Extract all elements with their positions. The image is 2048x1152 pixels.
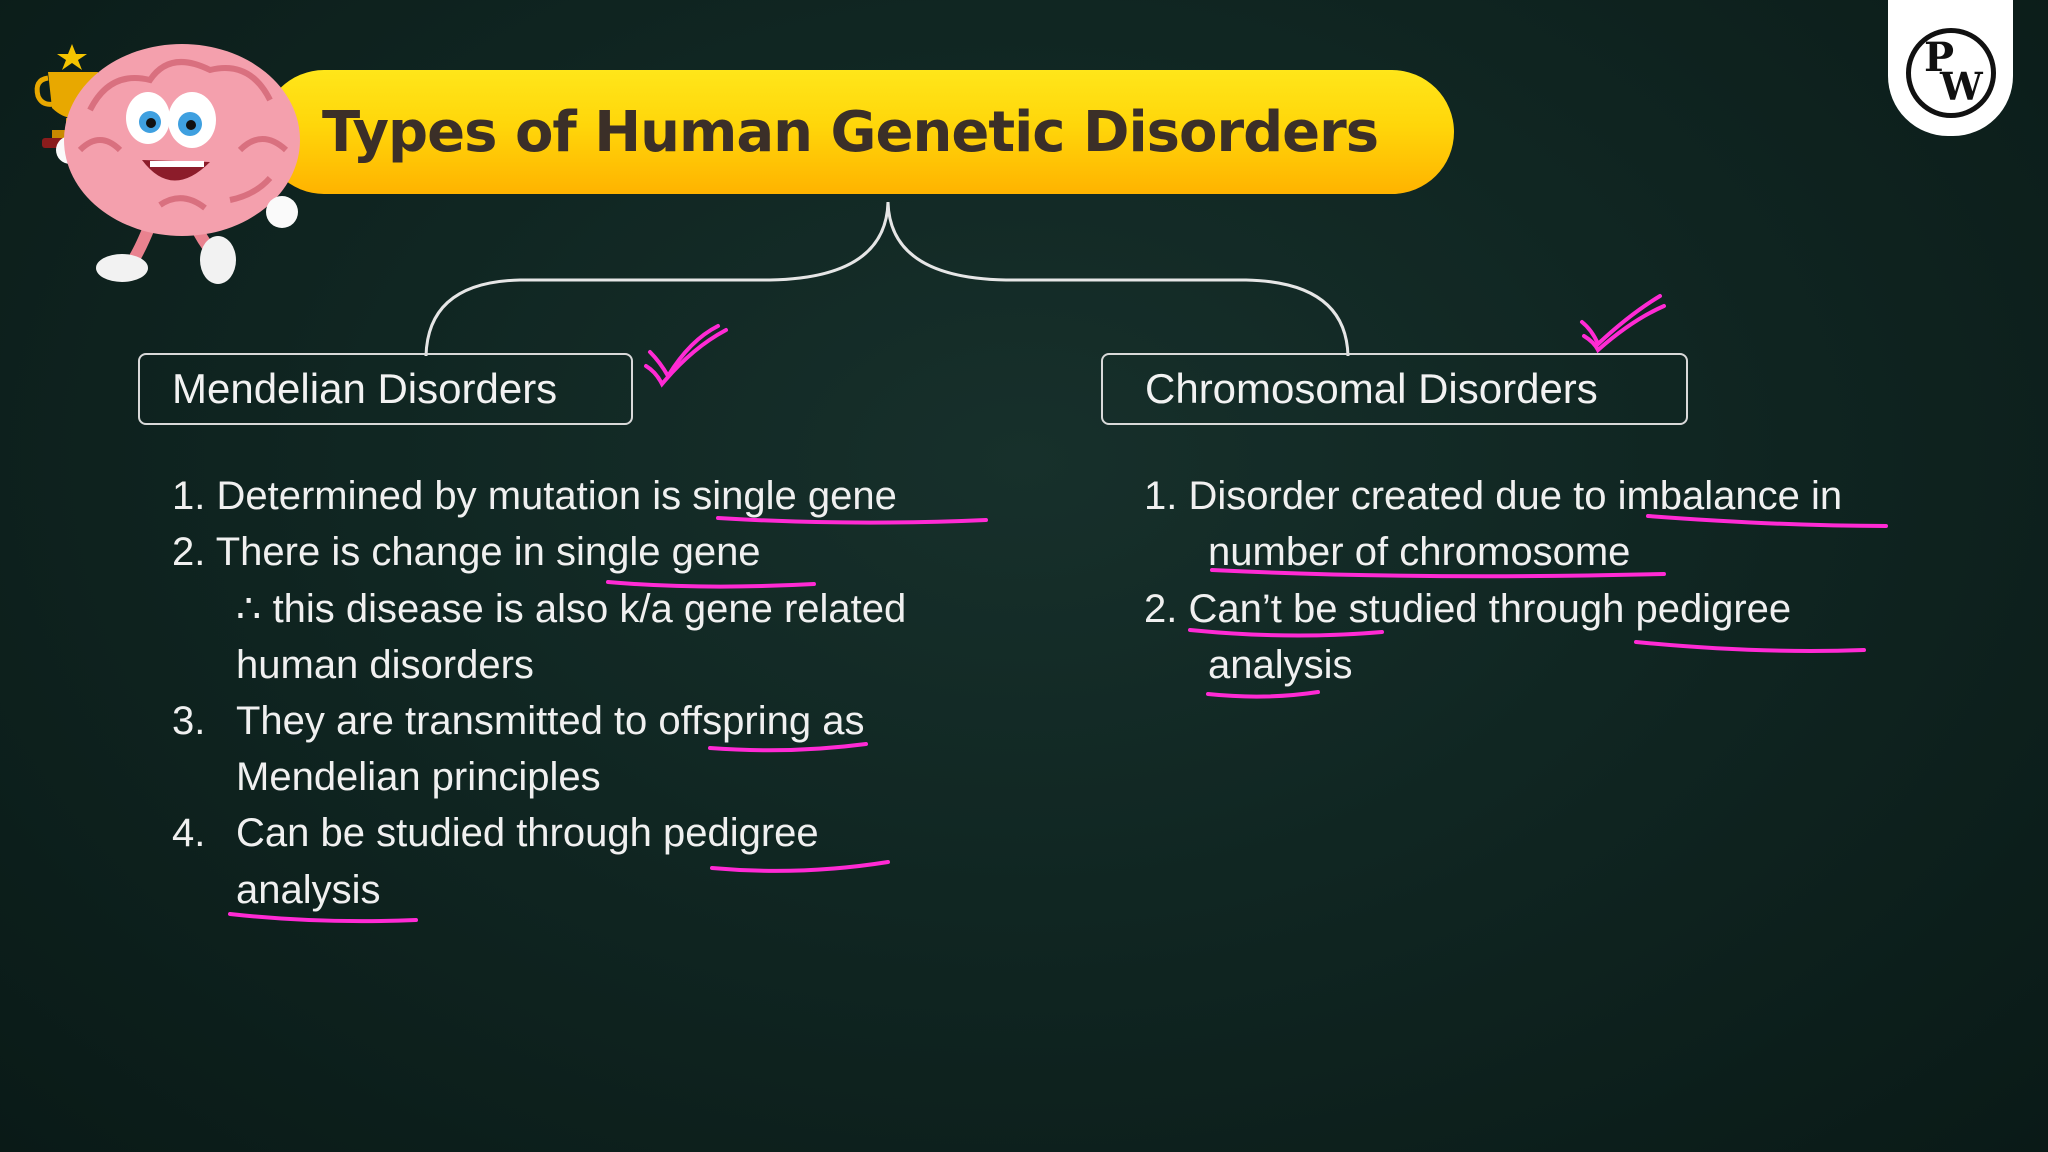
underline-pedigree-2: [1634, 640, 1866, 653]
underline-single-gene-2: [606, 580, 816, 589]
brace-right-line: [886, 201, 1350, 357]
mendelian-disorders-box: Mendelian Disorders: [138, 353, 633, 425]
mendelian-point-3: They are transmitted to offspring as: [236, 699, 865, 743]
checkmark-icon-4: [1582, 304, 1666, 354]
mendelian-point-3-continued: Mendelian principles: [236, 755, 601, 799]
underline-single-gene-1: [716, 516, 988, 525]
mendelian-point-3-number: 3.: [172, 699, 206, 743]
mendelian-point-4: Can be studied through pedigree: [236, 811, 819, 855]
checkmark-icon-2: [644, 328, 728, 388]
mendelian-point-1: 1. Determined by mutation is single gene: [172, 474, 897, 518]
page-title: Types of Human Genetic Disorders: [322, 100, 1379, 165]
title-banner: [262, 70, 1454, 194]
chromosomal-point-2: 2. Can’t be studied through pedigree: [1144, 587, 1792, 631]
mendelian-point-2-continued: human disorders: [236, 643, 534, 687]
underline-pedigree-1: [710, 860, 890, 873]
checkmark-icon: [648, 324, 720, 380]
underline-offspring: [708, 742, 868, 753]
underline-number-of-chromosome: [1210, 568, 1666, 579]
chromosomal-point-1-continued: number of chromosome: [1208, 530, 1631, 574]
pw-logo-letter-p: P: [1924, 34, 1955, 81]
brace-left-line: [424, 201, 890, 357]
underline-analysis-2: [1206, 690, 1320, 699]
mendelian-point-2-therefore: ∴ this disease is also k/a gene related: [236, 587, 907, 631]
pw-logo-letter-w: W: [1940, 64, 1983, 109]
underline-imbalance: [1646, 514, 1888, 528]
mendelian-point-4-continued: analysis: [236, 868, 381, 912]
chromosomal-point-2-continued: analysis: [1208, 643, 1353, 687]
chromosomal-disorders-box: Chromosomal Disorders: [1101, 353, 1688, 425]
checkmark-icon-3: [1580, 294, 1662, 348]
chromosomal-point-1: 1. Disorder created due to imbalance in: [1144, 474, 1843, 518]
underline-cant-be: [1188, 628, 1384, 638]
pw-logo-ring: [1906, 28, 1996, 118]
mendelian-point-4-number: 4.: [172, 811, 206, 855]
mendelian-point-2: 2. There is change in single gene: [172, 530, 761, 574]
underline-analysis-1: [228, 912, 418, 924]
